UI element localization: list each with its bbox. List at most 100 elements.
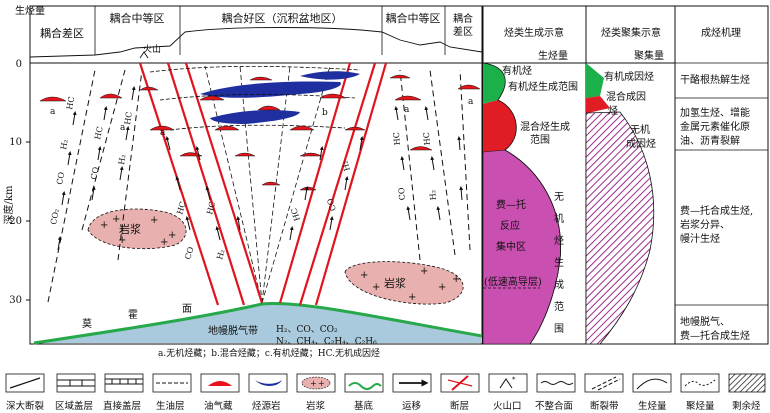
generation-curve [29, 27, 483, 58]
svg-text:成: 成 [554, 279, 564, 291]
svg-text:围: 围 [554, 323, 564, 335]
svg-text:CO₂: CO₂ [49, 208, 61, 225]
legend-label-source-layer: 生油层 [156, 401, 185, 412]
legend-label-volcano: 火山口 [493, 401, 522, 412]
legend-icon-generation [632, 373, 672, 393]
svg-text:+: + [408, 292, 416, 303]
mech-row3-2: 岩浆分异、 [680, 218, 730, 231]
svg-text:b: b [322, 108, 328, 118]
legend-label-accumulation: 聚烃量 [686, 401, 715, 412]
svg-text:a: a [468, 97, 474, 107]
gen-panel-axis-label: 生烃量 [538, 49, 568, 62]
legend-label-basement: 基底 [354, 401, 374, 412]
central-thin-faults [204, 65, 331, 304]
svg-text:+: + [360, 270, 368, 281]
svg-text:+: + [438, 282, 446, 293]
svg-text:HC: HC [392, 132, 402, 146]
svg-text:HC: HC [422, 132, 432, 146]
depth-tick-30: 30 [9, 295, 22, 306]
svg-text:+: + [318, 379, 325, 388]
legend-icon-accumulation [680, 373, 720, 393]
svg-text:H₂: H₂ [59, 139, 70, 151]
svg-text:+: + [112, 214, 120, 225]
svg-text:+: + [100, 220, 108, 231]
mech-row4-1: 地幔脱气、 [680, 315, 730, 328]
acc-mixed-area [586, 96, 610, 113]
mech-row4-2: 费—托合成生烃 [680, 329, 750, 342]
svg-text:CO: CO [55, 171, 66, 185]
svg-text:+: + [118, 235, 126, 246]
legend-label-deep-fault: 深大断裂 [6, 401, 45, 412]
basement-line [33, 301, 483, 345]
gen-ft-label-1: 费—托 [496, 198, 526, 211]
zone-label-4: 耦合中等区 [386, 11, 441, 25]
legend-label-regional-cap: 区域盖层 [55, 401, 94, 412]
mech-panel-title: 成烃机理 [701, 26, 741, 39]
gas-list-2: N₂、CH₄、C₂H₄、C₂H₆ [276, 337, 377, 347]
top-axis-label: 生烃量 [15, 4, 45, 17]
zone-label-3: 耦合好区（沉积盆地区） [222, 11, 343, 25]
migration-fault-lines [47, 69, 471, 303]
mech-row3-1: 费—托合成生烃, [680, 204, 753, 217]
gen-panel-title: 烃类生成示意 [504, 26, 564, 39]
mech-row2-2: 金属元素催化原 [680, 120, 750, 133]
acc-panel-axis-label: 聚集量 [634, 49, 664, 62]
svg-text:HC: HC [289, 207, 301, 222]
zone-label-2: 耦合中等区 [110, 11, 165, 25]
gen-lowvel-label: (低速高导层) [484, 275, 542, 288]
svg-text:无: 无 [554, 192, 564, 203]
legend-label-magma: 岩浆 [306, 401, 326, 412]
svg-text:+: + [150, 215, 158, 226]
gas-list-1: H₂、CO、CO₂ [276, 325, 338, 335]
magma-label-right: 岩浆 [384, 276, 406, 290]
svg-text:HC: HC [123, 111, 134, 125]
acc-inorganic-area [585, 111, 655, 345]
unconformity-lines [149, 65, 361, 131]
mantle-label: 地幔脱气带 [208, 324, 258, 337]
zone-label-5a: 耦合 [453, 12, 473, 25]
svg-text:HC: HC [175, 200, 187, 215]
zone-label-5b: 差区 [453, 25, 473, 38]
gen-organic-range-label: 有机烃生成范围 [508, 80, 578, 93]
legend-icon-magma: ++ [296, 373, 336, 393]
legend-label-reservoir: 油气藏 [204, 401, 233, 412]
svg-text:+: + [160, 237, 168, 248]
legend-label-generation: 生烃量 [638, 401, 667, 412]
mech-row1: 干酪根热解生烃 [680, 73, 750, 86]
moho-char-1: 莫 [82, 318, 92, 330]
oil-gas-reservoirs [39, 74, 481, 191]
caption: a.无机烃藏；b.混合烃藏；c.有机烃藏；HC.无机成因烃 [158, 347, 380, 359]
zone-label-1: 耦合差区 [40, 26, 84, 40]
svg-text:a: a [404, 105, 410, 115]
magma-body-right [344, 261, 464, 305]
svg-text:H₂: H₂ [215, 248, 226, 260]
gen-inorganic-vertical-label: 无 机 烃 生 成 范 围 [554, 192, 564, 335]
legend-icon-deep-fault [5, 373, 45, 393]
svg-text:a: a [160, 128, 166, 138]
volcano-vent-icon [139, 51, 149, 59]
svg-text:范: 范 [554, 300, 564, 313]
gen-mixed-area [483, 100, 517, 152]
svg-text:CO: CO [325, 197, 337, 212]
mech-row-dividers [675, 62, 768, 306]
svg-text:+: + [168, 230, 176, 241]
acc-organic-label: 有机成因烃 [604, 70, 654, 83]
svg-text:CO: CO [89, 166, 101, 181]
magma-crosses-right: +++ +++ [360, 266, 460, 303]
legend-label-unconformity: 不整合面 [535, 401, 574, 412]
legend-label-source-rock: 烃源岩 [252, 401, 281, 412]
legend-label-fault: 断层 [450, 401, 470, 412]
gen-ft-label-3: 集中区 [496, 240, 526, 253]
depth-axis-label: 深度/km [2, 185, 15, 224]
volcano-label: 火山 [143, 44, 161, 55]
gen-organic-label: 有机烃 [502, 64, 532, 77]
gen-ft-label-2: 反应 [500, 219, 520, 232]
source-rock-layers [200, 71, 360, 124]
svg-text:a: a [120, 123, 126, 133]
svg-text:机: 机 [554, 212, 564, 225]
legend-icon-source-rock [248, 373, 288, 393]
depth-tick-10: 10 [9, 137, 22, 148]
gen-mixed-label-2: 范围 [530, 133, 550, 146]
zone-dividers [94, 6, 446, 55]
migration-arrows [57, 86, 464, 251]
